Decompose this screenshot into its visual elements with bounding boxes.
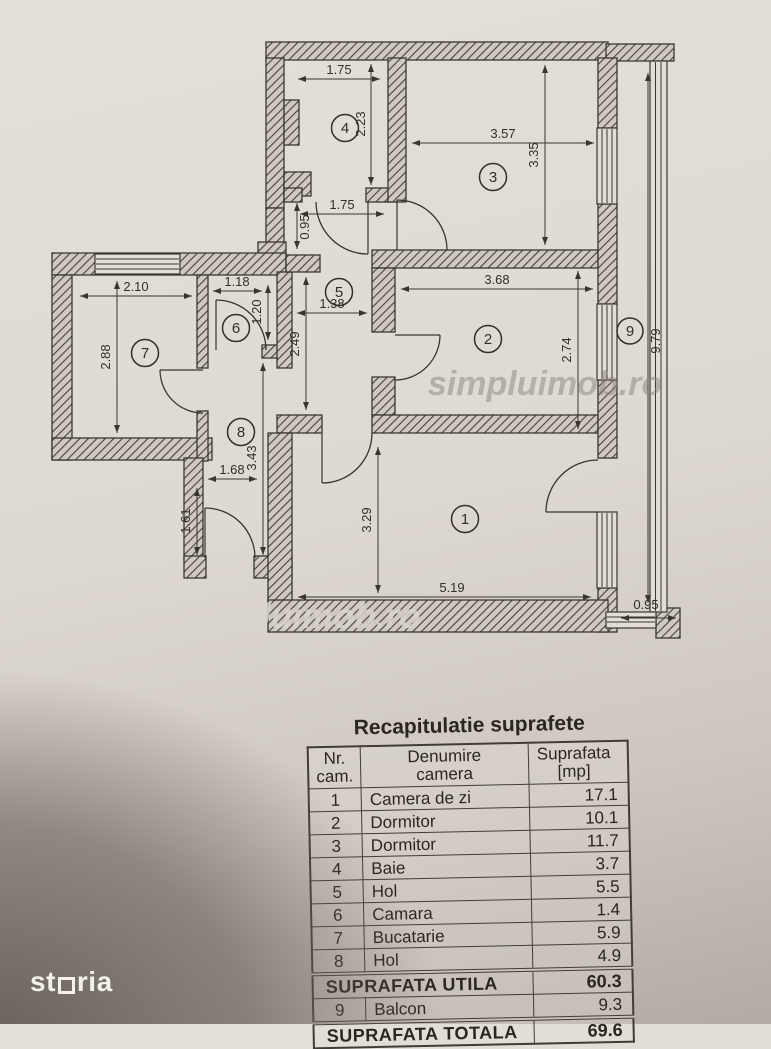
table-cell-area: 5.9 — [531, 920, 632, 946]
dim-hall8-lower-height: 1.61 — [178, 508, 193, 533]
balcon-area: 9.3 — [533, 992, 634, 1019]
row-suprafata-totala: SUPRAFATA TOTALA 69.6 — [313, 1016, 634, 1049]
svg-text:2: 2 — [484, 331, 492, 348]
storia-logo-suffix: ria — [76, 966, 113, 997]
dim-bath-height: 2.23 — [353, 111, 368, 136]
table-cell-area: 4.9 — [531, 943, 633, 970]
door-hall-living — [321, 432, 373, 484]
table-cell-area: 11.7 — [529, 828, 630, 854]
table-cell-area: 3.7 — [530, 851, 631, 877]
table-cell-area: 17.1 — [528, 782, 629, 808]
door-room3 — [396, 199, 448, 251]
dim-kitchen-height: 2.88 — [98, 344, 113, 369]
utila-value: 60.3 — [532, 967, 633, 995]
area-table: Nr. cam. Denumire camera Suprafata [mp] … — [306, 739, 635, 1049]
svg-text:1: 1 — [461, 511, 469, 528]
room-label-3: 3 — [478, 162, 508, 192]
room-label-7: 7 — [130, 338, 160, 368]
totala-label: SUPRAFATA TOTALA — [313, 1018, 535, 1049]
svg-text:6: 6 — [232, 320, 240, 337]
watermark-lower: simpluimob.ro — [179, 597, 420, 636]
table-cell-nr: 6 — [310, 902, 364, 927]
window-room3 — [596, 127, 618, 205]
dim-room1-height: 3.29 — [359, 507, 374, 532]
table-cell-nr: 3 — [309, 833, 363, 858]
dim-hall-top-width: 1.75 — [329, 197, 354, 212]
table-cell-area: 1.4 — [531, 897, 632, 923]
table-cell-nr: 8 — [311, 948, 365, 975]
svg-text:4: 4 — [341, 120, 349, 137]
table-cell-nr: 4 — [309, 856, 364, 881]
dim-hall8-width: 1.68 — [219, 462, 244, 477]
dim-room1-width: 5.19 — [439, 580, 464, 595]
storia-logo-square-o-icon — [57, 976, 75, 994]
area-table-totals: SUPRAFATA UTILA 60.3 9 Balcon 9.3 SUPRAF… — [312, 967, 634, 1049]
dimensions-group: 1.75 2.23 1.75 0.95 3.57 3.35 3.68 2.74 … — [80, 62, 676, 621]
table-cell-nr: 1 — [308, 787, 362, 812]
door-entrance — [204, 507, 256, 559]
dim-hall5-height: 2.49 — [287, 331, 302, 356]
dim-hall8-height: 3.43 — [244, 445, 259, 470]
window-kitchen — [94, 253, 181, 275]
room-label-9: 9 — [616, 317, 644, 345]
dim-room2-width: 3.68 — [484, 272, 509, 287]
balcon-nr: 9 — [312, 997, 367, 1024]
header-suprafata: Suprafata [mp] — [527, 740, 629, 785]
area-table-header: Nr. cam. Denumire camera Suprafata [mp] — [307, 740, 629, 789]
table-title: Recapitulatie suprafete — [353, 711, 585, 740]
room-label-2: 2 — [473, 324, 503, 354]
floor-plan: 1.75 2.23 1.75 0.95 3.57 3.35 3.68 2.74 … — [51, 41, 681, 639]
svg-text:8: 8 — [237, 424, 245, 441]
door-kitchen — [159, 369, 204, 414]
table-cell-nr: 5 — [310, 879, 364, 904]
header-nr-cam: Nr. cam. — [307, 746, 362, 789]
dim-balcony-height: 9.79 — [648, 328, 663, 353]
room-label-1: 1 — [450, 504, 480, 534]
totala-value: 69.6 — [533, 1016, 634, 1044]
table-cell-name: Hol — [364, 945, 533, 974]
room-label-8: 8 — [226, 417, 256, 447]
dim-bath-width: 1.75 — [326, 62, 351, 77]
table-cell-nr: 2 — [309, 810, 363, 835]
balcon-name: Balcon — [365, 994, 534, 1023]
room-label-6: 6 — [221, 313, 251, 343]
storia-logo-prefix: st — [30, 966, 56, 997]
dim-room3-width: 3.57 — [490, 126, 515, 141]
table-cell-nr: 7 — [311, 925, 365, 950]
table-cell-area: 10.1 — [529, 805, 630, 831]
svg-text:9: 9 — [626, 323, 634, 340]
dim-camara-height: 1.20 — [249, 299, 264, 324]
svg-text:3: 3 — [489, 169, 497, 186]
table-cell-area: 5.5 — [530, 874, 631, 900]
dim-camara-width: 1.18 — [224, 274, 249, 289]
dim-balcony-width: 0.95 — [633, 597, 658, 612]
dim-room2-height: 2.74 — [559, 337, 574, 362]
storia-logo: st ria — [30, 966, 113, 998]
svg-text:7: 7 — [141, 345, 149, 362]
dim-room3-height: 3.35 — [526, 142, 541, 167]
watermark-center: simpluimob.ro — [428, 365, 662, 403]
window-room1 — [596, 511, 618, 589]
dim-kitchen-width: 2.10 — [123, 279, 148, 294]
windows-group — [94, 60, 668, 629]
area-summary: Recapitulatie suprafete Nr. cam. Denumir… — [306, 711, 639, 1049]
dim-hall-niche: 0.95 — [297, 214, 312, 239]
svg-text:5: 5 — [335, 284, 343, 301]
header-denumire: Denumire camera — [360, 742, 529, 788]
door-balcony — [545, 459, 599, 513]
